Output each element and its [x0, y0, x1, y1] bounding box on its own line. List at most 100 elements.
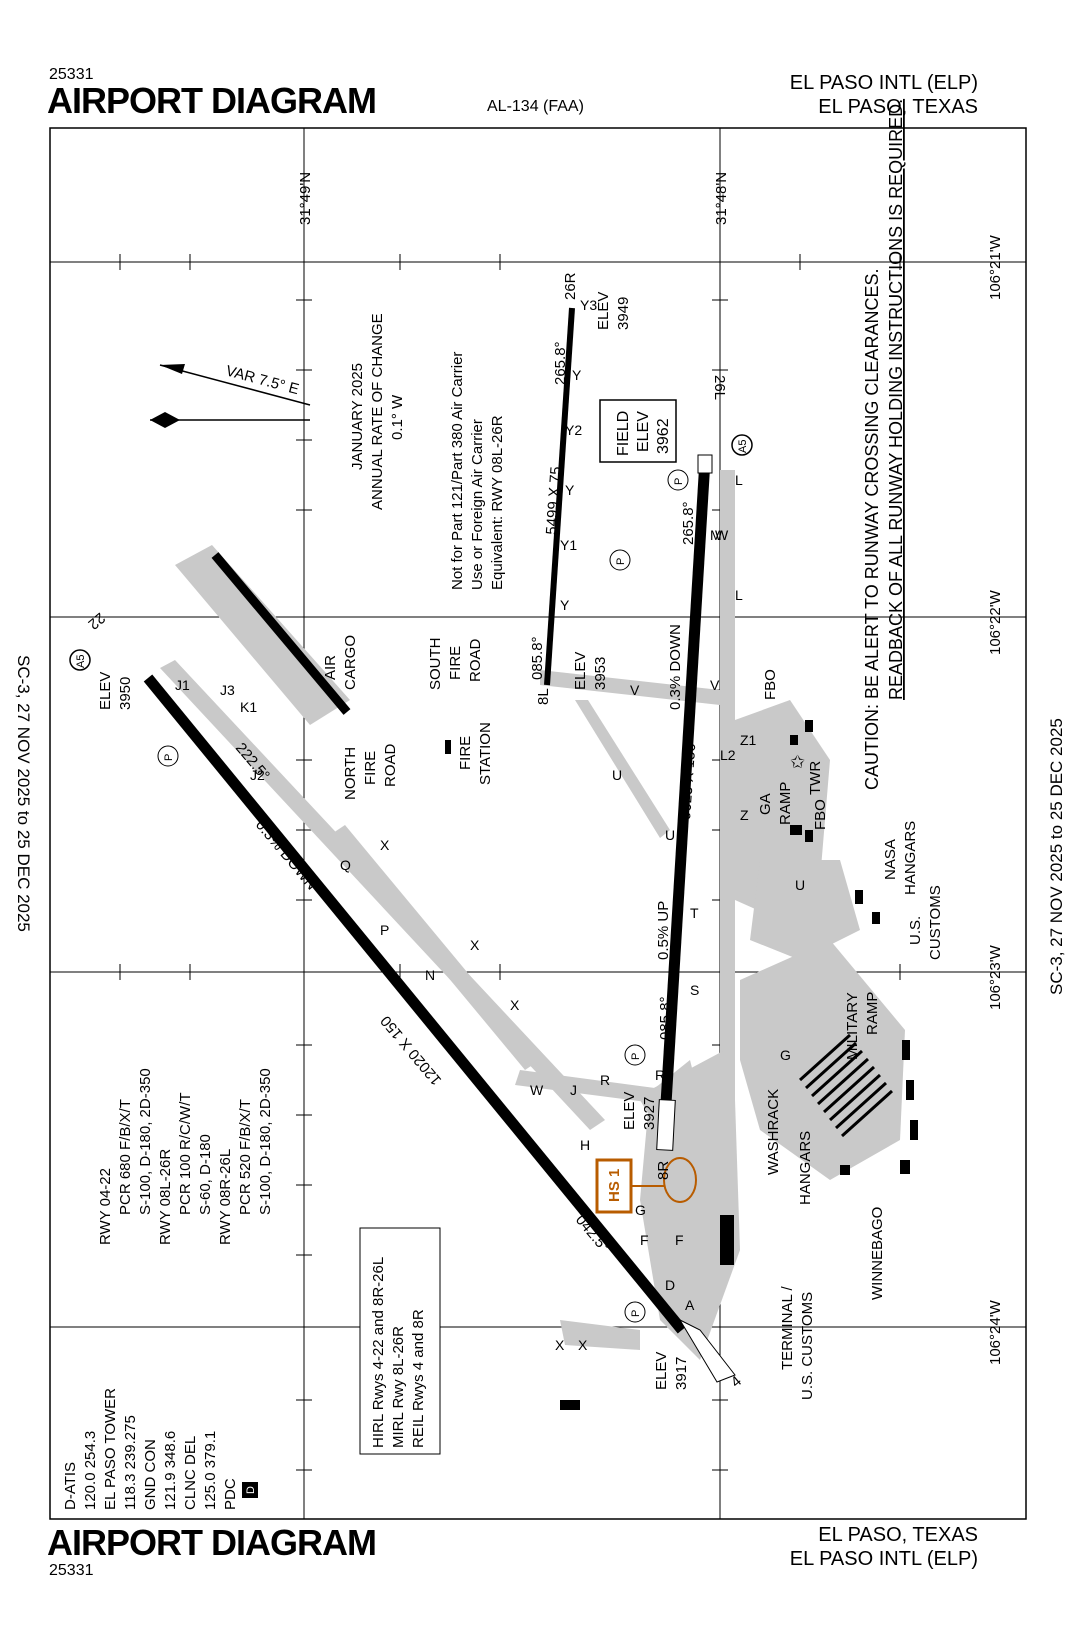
- fbo-building-1b: [790, 735, 798, 745]
- taxiway-l2: L2: [720, 747, 736, 763]
- pcr-rwy-08l-b: S-60, D-180: [197, 1134, 214, 1215]
- note-part121-2: Use or Foreign Air Carrier: [469, 419, 486, 590]
- displaced-threshold-8r: [656, 1099, 676, 1151]
- pdc-d-badge: [242, 1482, 258, 1498]
- taxiway-w-east: W: [715, 527, 729, 543]
- heading-265-8-8r: 265.8°: [680, 501, 697, 545]
- volume-number-top: 25331: [49, 66, 94, 83]
- longitude-label-2: 106°22'W: [987, 589, 1004, 655]
- field-elev-line3: 3962: [655, 418, 672, 454]
- taxiway-x-3: X: [380, 837, 390, 853]
- runway-26l-id: 26L: [711, 375, 728, 400]
- air-cargo-1: AIR: [322, 655, 339, 680]
- lighting-line2: MIRL Rwy 8L-26R: [390, 1326, 407, 1448]
- airport-name-bottom: EL PASO INTL (ELP): [789, 1548, 978, 1570]
- comms-pdc: PDC: [222, 1478, 239, 1510]
- taxiway-k1: K1: [240, 699, 257, 715]
- nasa-hangars-2: HANGARS: [902, 821, 919, 895]
- a5-label-west: A5: [75, 655, 87, 668]
- fire-station-2: STATION: [477, 722, 494, 785]
- taxiway-j2: J2: [250, 767, 265, 783]
- taxiway-x-2: X: [510, 997, 520, 1013]
- longitude-label-3: 106°23'W: [987, 944, 1004, 1010]
- nasa-ramp: [750, 860, 860, 960]
- magvar-line: [159, 364, 311, 406]
- comms-clearance-freq: 125.0 379.1: [202, 1431, 219, 1510]
- terminal-label-2: U.S. CUSTOMS: [799, 1292, 816, 1400]
- threshold-26l: [697, 454, 713, 474]
- taxiway-w: W: [530, 1082, 544, 1098]
- papi-label-8l: P: [615, 558, 627, 565]
- taxiway-x-5: X: [578, 1337, 588, 1353]
- taxiway-u-1: U: [612, 767, 622, 783]
- taxiway-y-2: Y: [565, 482, 575, 498]
- north-fire-road-1: NORTH: [342, 747, 359, 800]
- air-cargo-2: CARGO: [342, 635, 359, 690]
- taxiway-j1: J1: [175, 677, 190, 693]
- taxiway-v-1: V: [630, 682, 640, 698]
- comms-ground-freq: 121.9 348.6: [162, 1431, 179, 1510]
- us-customs-2: CUSTOMS: [927, 885, 944, 960]
- taxiway-f-1: F: [640, 1232, 649, 1248]
- field-elev-line1: FIELD: [615, 411, 632, 456]
- taxiway-z: Z: [740, 807, 749, 823]
- south-fire-road-1: SOUTH: [427, 638, 444, 691]
- south-fire-road-3: ROAD: [467, 638, 484, 682]
- pcr-rwy-08l-a: PCR 100 R/C/W/T: [177, 1092, 194, 1215]
- papi-markers: [157, 469, 689, 1323]
- taxiway-u: [575, 700, 670, 838]
- elev-label-8r: ELEV: [621, 1092, 638, 1130]
- taxiway-z1: Z1: [740, 732, 757, 748]
- comms-tower-freq: 118.3 239.275: [122, 1415, 139, 1510]
- taxiway-h: [515, 1070, 670, 1105]
- taxiway-y-1: Y: [560, 597, 570, 613]
- tower-icon: ✩: [790, 752, 805, 772]
- taxiway-l-mid: L: [735, 587, 743, 603]
- field-elev-line2: ELEV: [635, 411, 652, 452]
- elev-value-4: 3917: [673, 1357, 690, 1390]
- fire-station-1: FIRE: [457, 736, 474, 770]
- heading-085-8-8r: 085.8°: [657, 996, 674, 1040]
- comms-datis-freq: 120.0 254.3: [82, 1431, 99, 1510]
- cycle-label-right: SC-3, 27 NOV 2025 to 25 DEC 2025: [1047, 718, 1066, 995]
- taxiway-y3: Y3: [580, 297, 597, 313]
- lighting-line1: HIRL Rwys 4-22 and 8R-26L: [370, 1257, 387, 1448]
- slope-up-8r: 0.5% UP: [655, 901, 672, 960]
- city-name-bottom: EL PASO, TEXAS: [818, 1524, 978, 1546]
- pavement: [160, 470, 905, 1360]
- winnebago-label: WINNEBAGO: [869, 1207, 886, 1300]
- taxiway-x-4: X: [555, 1337, 565, 1353]
- lighting-line3: REIL Rwys 4 and 8R: [410, 1309, 427, 1448]
- fbo-label-1: FBO: [762, 669, 779, 700]
- fbo-building-3: [805, 830, 813, 842]
- taxiway-y-3: Y: [572, 367, 582, 383]
- true-north-arrow: [150, 412, 180, 428]
- diagram-frame: [49, 127, 1027, 1520]
- us-customs-1: U.S.: [907, 916, 924, 945]
- a5-marker-icon-east: [731, 434, 753, 456]
- taxiway-t: T: [690, 905, 699, 921]
- runway-8l-dims: 5499 X 75: [543, 466, 565, 535]
- buildings: [445, 720, 918, 1410]
- city-name-top: EL PASO, TEXAS: [818, 96, 978, 118]
- taxiway-g: G: [635, 1202, 646, 1218]
- military-hangar-1: [902, 1040, 910, 1060]
- runway-4-22: [143, 674, 687, 1334]
- latitude-label-1: 31°49'N: [297, 172, 314, 225]
- taxiway-u-2: U: [665, 827, 675, 843]
- page-title-bottom: AIRPORT DIAGRAM: [47, 1522, 377, 1563]
- tower-label: TWR: [807, 761, 824, 795]
- taxiway-n: N: [425, 967, 435, 983]
- elev-label-4: ELEV: [653, 1352, 670, 1390]
- pcr-rwy-08r: RWY 08R-26L: [217, 1149, 234, 1245]
- magvar-arrow: [160, 364, 185, 374]
- pcr-rwy-08l: RWY 08L-26R: [157, 1149, 174, 1245]
- heading-265-8-8l: 265.8°: [552, 341, 569, 385]
- pcr-rwy-4-22: RWY 04-22: [97, 1168, 114, 1245]
- slope-down-8r: 0.3% DOWN: [667, 624, 684, 710]
- taxiway-r: R: [655, 1067, 665, 1083]
- north-fire-road-3: ROAD: [382, 743, 399, 787]
- elev-value-22: 3950: [117, 677, 134, 710]
- papi-label-4: P: [630, 1310, 642, 1317]
